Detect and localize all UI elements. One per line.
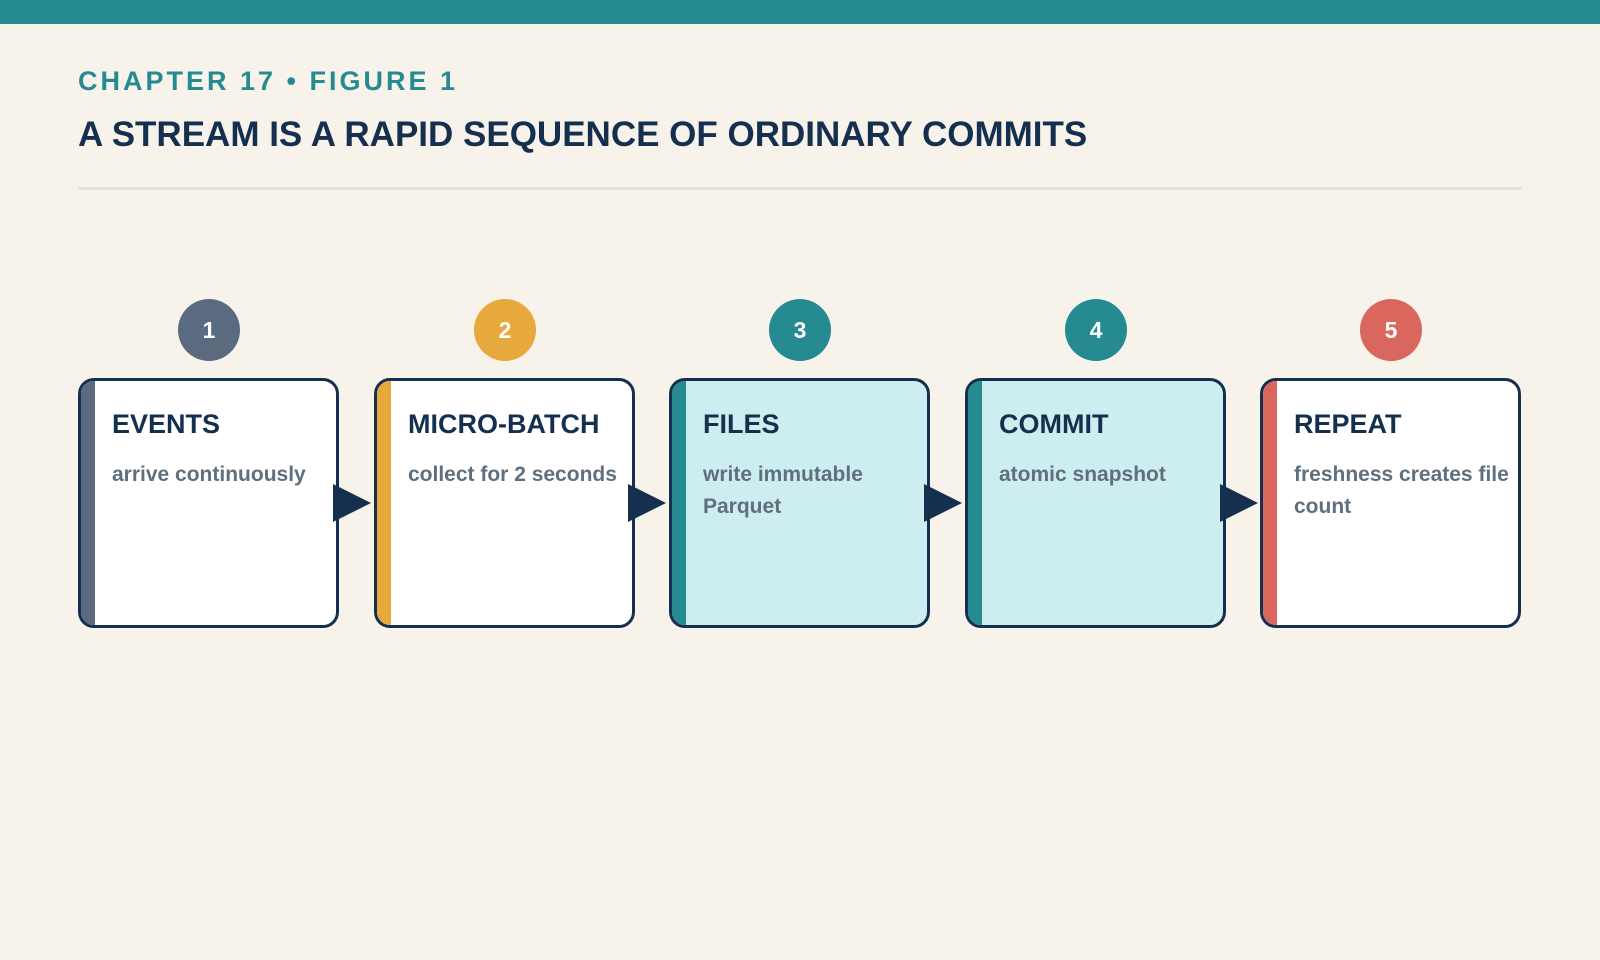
- step-1-badge: 1: [178, 299, 240, 361]
- step-5-description: freshness creates file count: [1294, 463, 1509, 518]
- title-divider: [78, 187, 1522, 190]
- step-3-description: write immutable Parquet: [703, 463, 863, 518]
- step-5-accent: [1263, 381, 1277, 625]
- step-5-card: REPEAT freshness creates file count: [1260, 378, 1521, 628]
- arrow-4-to-5: [1220, 484, 1258, 522]
- step-2-badge: 2: [474, 299, 536, 361]
- step-2-description: collect for 2 seconds: [408, 463, 617, 486]
- top-accent-bar: [0, 0, 1600, 24]
- step-4-badge: 4: [1065, 299, 1127, 361]
- step-1-description: arrive continuously: [112, 463, 306, 486]
- step-3-title: FILES: [703, 409, 780, 439]
- step-3-card: FILES write immutable Parquet: [669, 378, 930, 628]
- step-4-description: atomic snapshot: [999, 463, 1166, 486]
- arrow-1-to-2: [333, 484, 371, 522]
- figure-label: CHAPTER 17 • FIGURE 1: [78, 66, 459, 96]
- arrow-2-to-3: [628, 484, 666, 522]
- step-4-accent: [968, 381, 982, 625]
- step-5-badge: 5: [1360, 299, 1422, 361]
- figure-title: A STREAM IS A RAPID SEQUENCE OF ORDINARY…: [78, 115, 1088, 154]
- step-3-accent: [672, 381, 686, 625]
- step-2-title: MICRO-BATCH: [408, 409, 600, 439]
- arrow-3-to-4: [924, 484, 962, 522]
- step-5-title: REPEAT: [1294, 409, 1402, 439]
- step-2-card: MICRO-BATCH collect for 2 seconds: [374, 378, 635, 628]
- step-4-card: COMMIT atomic snapshot: [965, 378, 1226, 628]
- step-2-accent: [377, 381, 391, 625]
- step-1-title: EVENTS: [112, 409, 221, 439]
- step-1-accent: [81, 381, 95, 625]
- step-3-badge: 3: [769, 299, 831, 361]
- step-4-title: COMMIT: [999, 409, 1109, 439]
- step-1-card: EVENTS arrive continuously: [78, 378, 339, 628]
